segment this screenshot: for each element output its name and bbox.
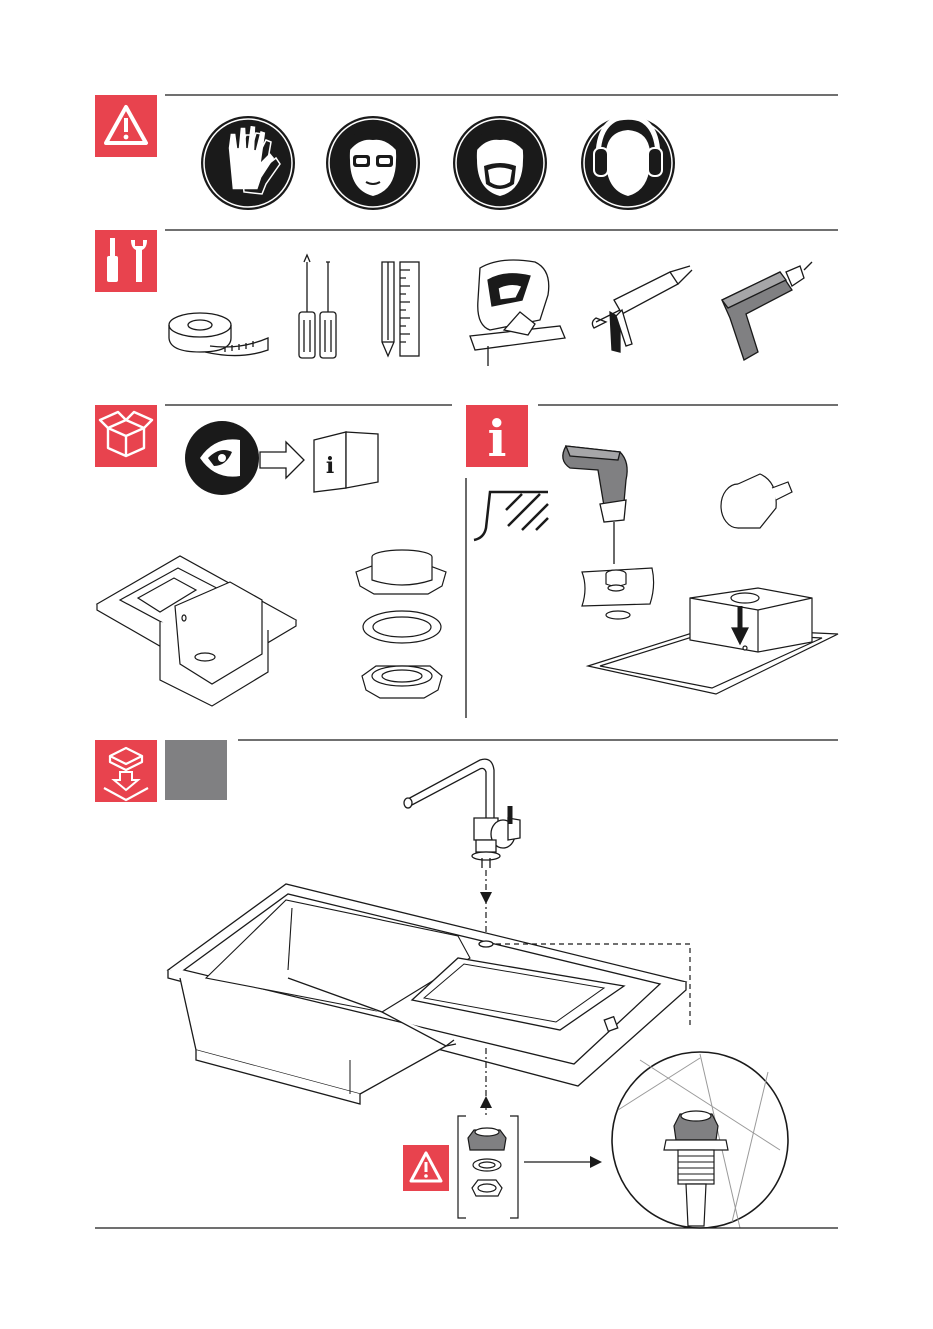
sink-unit-icon	[168, 884, 686, 1104]
seal-ring-icon	[363, 611, 441, 643]
info-icon: i	[466, 405, 528, 468]
install-sink-icon	[95, 740, 157, 802]
info-section: i	[466, 405, 838, 694]
warning-triangle-icon	[95, 95, 157, 157]
info-glyph: i	[488, 409, 507, 468]
screwdrivers-icon	[299, 255, 336, 358]
drill-icon	[722, 262, 812, 360]
ear-protection-icon	[581, 116, 675, 210]
jigsaw-icon	[470, 260, 565, 366]
safety-goggles-icon	[326, 116, 420, 210]
open-box-icon	[95, 405, 157, 467]
safety-section	[95, 95, 838, 210]
mixer-tap-icon	[404, 759, 520, 868]
dust-mask-icon	[453, 116, 547, 210]
sink-icon	[97, 556, 296, 706]
step-number-block	[165, 740, 227, 800]
ceramic-surface-icon	[474, 492, 548, 540]
arrow-right-icon	[260, 442, 304, 478]
manual-booklet-icon: i	[314, 432, 378, 492]
tape-measure-icon	[169, 313, 268, 356]
fixing-kit-icon	[458, 1116, 518, 1218]
protective-gloves-icon	[201, 116, 295, 210]
drill-template-icon	[582, 568, 654, 619]
hole-saw-icon	[721, 474, 792, 528]
package-section: i	[95, 405, 452, 706]
tools-section	[95, 230, 838, 366]
installation-section	[95, 740, 838, 1228]
warning-triangle-icon	[403, 1145, 449, 1191]
manual-info-glyph: i	[326, 453, 334, 479]
read-instructions-icon	[185, 421, 259, 495]
waste-collar-icon	[356, 550, 446, 594]
screwdriver-wrench-icon	[95, 230, 157, 292]
pencil-ruler-icon	[382, 262, 419, 356]
locking-nut-icon	[362, 666, 442, 698]
arrow-right-icon	[590, 1156, 602, 1168]
detail-magnifier-icon	[612, 1052, 788, 1228]
drill-with-bit-icon	[563, 446, 627, 564]
caulking-gun-icon	[592, 266, 692, 352]
